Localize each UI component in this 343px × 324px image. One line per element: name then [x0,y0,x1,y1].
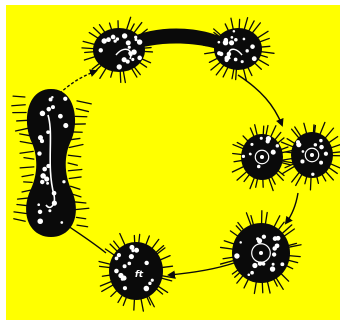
yellow-background-panel: ft [6,5,340,320]
nucleus-label: ft [135,270,144,280]
life-cycle-diagram: ft [6,5,340,320]
